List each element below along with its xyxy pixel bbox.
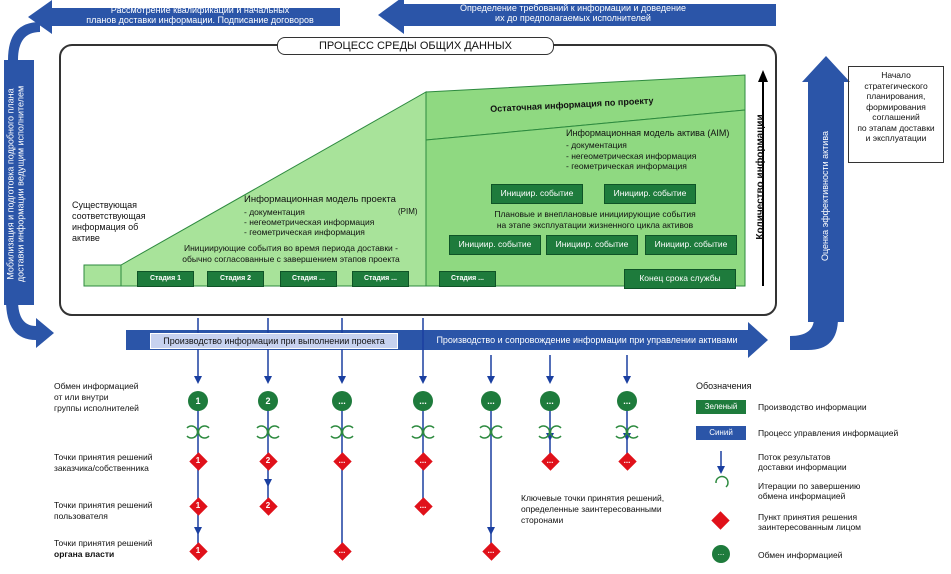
asset-band-text: Производство и сопровождение информации … [436, 335, 738, 345]
stage-box: Стадия 2 [207, 271, 264, 287]
exchange-circle: ... [481, 391, 501, 411]
stage-box: Стадия ... [439, 271, 496, 287]
top-left-arrow [28, 0, 340, 34]
stage-box: Стадия ... [352, 271, 409, 287]
project-band-text: Производство информации при выполнении п… [150, 333, 398, 349]
legend-circle-icon [712, 545, 730, 563]
key-points-text: Ключевые точки принятия решений, определ… [521, 493, 665, 525]
legend-title: Обозначения [696, 381, 752, 391]
aim-item: - документация [566, 140, 627, 150]
stage-box: Стадия 1 [137, 271, 194, 287]
trigger-event-box: Инициир. событие [604, 184, 696, 204]
pim-item: - негеометрическая информация [244, 217, 375, 227]
legend-exchange-symbol: ... [717, 548, 725, 557]
legend-blue-label: Процесс управления информацией [758, 428, 899, 438]
trigger-event-box: Инициир. событие [546, 235, 638, 255]
legend-flow-label: Поток результатов доставки информации [758, 452, 847, 472]
pim-items: - документация - негеометрическая информ… [244, 207, 374, 237]
legend-iteration-icon [715, 475, 729, 488]
user-row-label: Точки принятия решений пользователя [54, 500, 153, 521]
legend-blue-chip: Синий [709, 428, 733, 437]
legend-green-chip-bg [696, 400, 746, 414]
legend-blue-chip-bg [696, 426, 746, 440]
trigger-event-box: Инициир. событие [449, 235, 541, 255]
decision-diamond-label: 1 [195, 501, 201, 510]
info-quantity-label: Количество информации [755, 114, 766, 240]
decision-diamond-label: 1 [195, 546, 201, 555]
pim-trigger-text: Инициирующие события во время периода до… [182, 243, 400, 264]
decision-diamond-label: ... [623, 456, 631, 465]
decision-diamond-label: 1 [195, 456, 201, 465]
exchange-circle: ... [413, 391, 433, 411]
decision-diamond-label: 2 [265, 501, 271, 510]
existing-asset-text: Существующая соответствующая информация … [72, 200, 146, 243]
asset-band [424, 322, 768, 358]
top-right-arrow-text: Определение требований к информации и до… [459, 3, 687, 23]
aim-items: - документация - негеометрическая информ… [566, 140, 696, 172]
decision-diamond-label: ... [419, 456, 427, 465]
aim-item: - геометрическая информация [566, 161, 687, 171]
decision-diamond-label: 2 [265, 456, 271, 465]
left-vertical-bar [4, 60, 34, 305]
iteration-symbols [186, 425, 639, 439]
decision-diamond-label: ... [487, 546, 495, 555]
exchange-circle: 2 [258, 391, 278, 411]
authority-row-label: Точки принятия решений органа власти [54, 538, 184, 560]
right-side-text: Оценка эффективности актива [820, 130, 830, 262]
pim-abbr: (PIM) [398, 207, 418, 216]
authority-row-label-line2: органа власти [54, 549, 115, 559]
pim-title: Информационная модель проекта [244, 194, 396, 205]
strategic-planning-box: Начало стратегического планирования, фор… [848, 66, 944, 163]
top-left-arrow-text: Рассмотрение квалификации и начальных пл… [86, 5, 314, 25]
legend-exchange-label: Обмен информацией [758, 550, 843, 560]
end-of-life-box: Конец срока службы [624, 269, 736, 289]
pim-item: - геометрическая информация [244, 227, 365, 237]
aim-title: Информационная модель актива (AIM) [566, 128, 730, 138]
stage-box: Стадия ... [280, 271, 337, 287]
aim-item: - негеометрическая информация [566, 150, 697, 161]
legend-diamond-icon [711, 511, 730, 530]
authority-row-label-line1: Точки принятия решений [54, 538, 153, 548]
trigger-event-box: Инициир. событие [491, 184, 583, 204]
cde-title: ПРОЦЕСС СРЕДЫ ОБЩИХ ДАННЫХ [277, 37, 554, 55]
legend-green-label: Производство информации [758, 402, 867, 412]
client-row-label: Точки принятия решений заказчика/собстве… [54, 452, 153, 473]
decision-diamond-label: ... [338, 456, 346, 465]
left-side-text: Мобилизация и подготовка подробного план… [5, 85, 26, 283]
exchange-circle: ... [617, 391, 637, 411]
decision-diamond-label: ... [546, 456, 554, 465]
exchange-row-label: Обмен информацией от или внутри группы и… [54, 381, 139, 413]
legend-iteration-label: Итерации по завершению обмена информацие… [758, 481, 861, 501]
pim-item: - документация [244, 207, 305, 217]
decision-diamond-label: ... [419, 501, 427, 510]
legend-green-chip: Зеленый [704, 402, 738, 411]
top-right-arrow [378, 0, 776, 34]
aim-trigger-text: Плановые и внеплановые инициирующие собы… [494, 209, 696, 230]
exchange-circle: ... [332, 391, 352, 411]
right-vertical-bar [808, 82, 844, 322]
decision-diamond-label: ... [338, 546, 346, 555]
exchange-circle: ... [540, 391, 560, 411]
existing-asset-box [83, 264, 122, 287]
legend-decision-label: Пункт принятия решения заинтересованным … [758, 512, 862, 532]
trigger-event-box: Инициир. событие [645, 235, 737, 255]
exchange-circle: 1 [188, 391, 208, 411]
